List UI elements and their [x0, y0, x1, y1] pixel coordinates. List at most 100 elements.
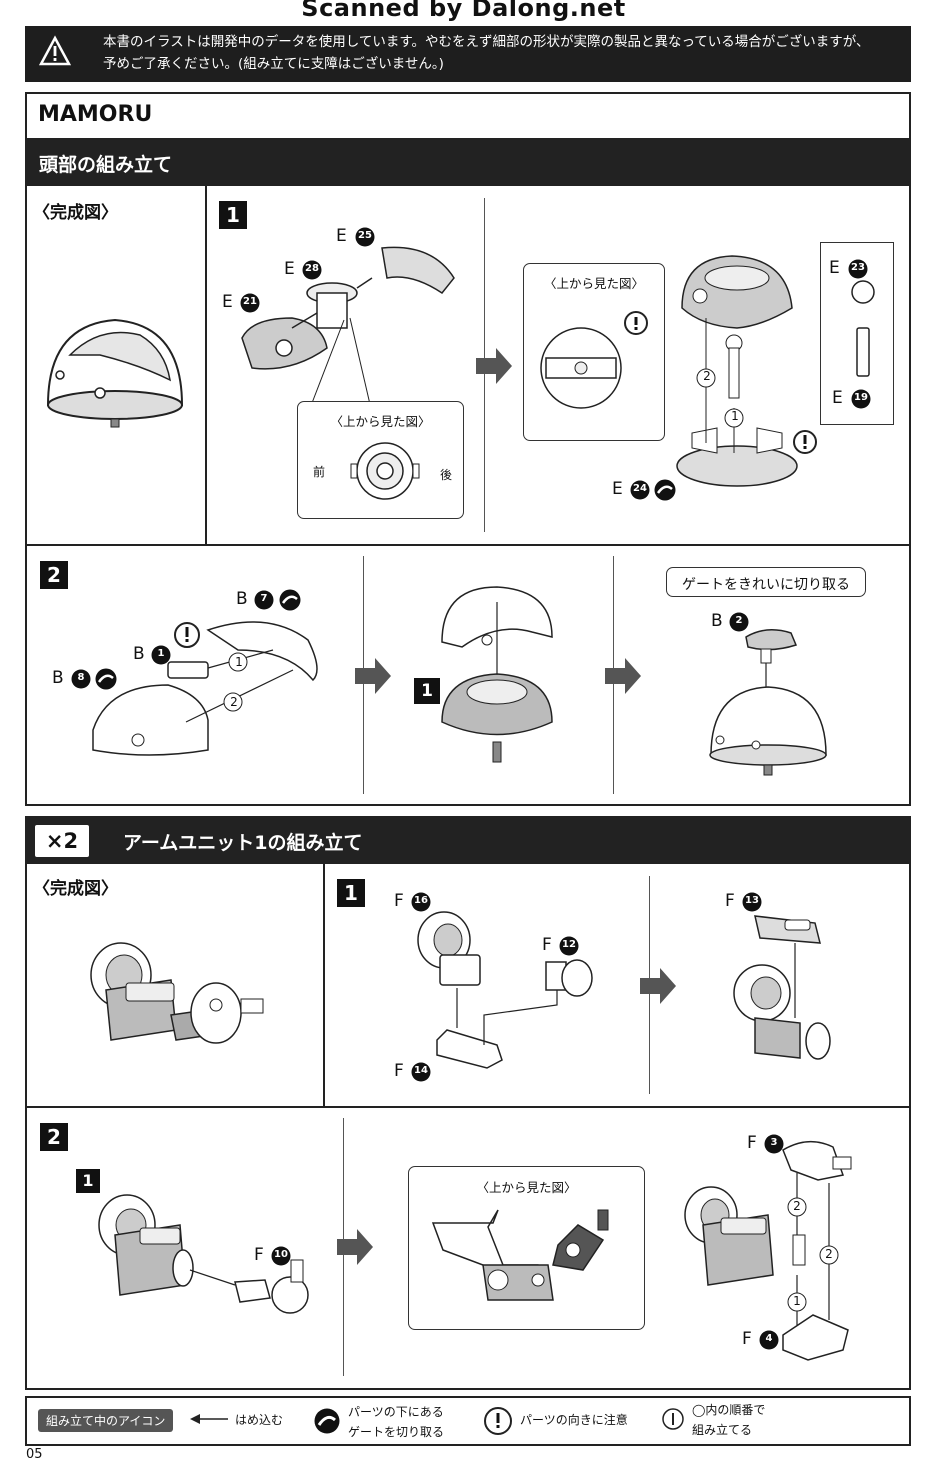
- next-step-arrow-icon: [605, 658, 641, 694]
- notice-bar: 本書のイラストは開発中のデータを使用しています。やむをえず細部の形状が実際の製品…: [25, 26, 911, 82]
- head-step2c-illustration: [709, 629, 827, 776]
- scan-watermark: Scanned by Dalong.net: [301, 0, 626, 22]
- arm-section: [25, 816, 911, 1390]
- gate-cut-icon: [95, 668, 117, 690]
- head-section: [25, 92, 911, 806]
- divider: [27, 544, 909, 546]
- next-step-arrow-icon: [640, 968, 676, 1004]
- divider: [205, 186, 207, 544]
- icon-legend: [25, 1396, 911, 1446]
- part-number-icon: [411, 1062, 431, 1082]
- step-1-badge: 1: [337, 879, 365, 907]
- order-2: 2: [230, 695, 238, 709]
- legend-order-1: ◯内の順番で: [692, 1403, 766, 1417]
- next-step-arrow-icon: [337, 1229, 373, 1265]
- part-f13-label: F: [725, 891, 735, 911]
- part-number-icon: [302, 260, 322, 280]
- ring-top-view: [350, 442, 420, 500]
- part-e24-label: E: [612, 479, 623, 499]
- part-f3-label: F: [747, 1133, 757, 1153]
- order-circle-icon: [662, 1408, 684, 1430]
- pin-parts-box: [820, 242, 894, 425]
- notice-line1: 本書のイラストは開発中のデータを使用しています。やむをえず細部の形状が実際の製品…: [103, 34, 870, 50]
- part-number-icon: [742, 892, 762, 912]
- front-label: 前: [313, 465, 326, 479]
- step-1-badge: 1: [219, 201, 247, 229]
- head-step2a-illustration: [92, 621, 318, 756]
- caution-icon: [793, 430, 817, 454]
- part-number-icon: [71, 669, 91, 689]
- part-f4-label: F: [742, 1329, 752, 1349]
- legend-gate-2: ゲートを切り取る: [348, 1425, 445, 1439]
- arm-top-view-illustration: [431, 1209, 609, 1301]
- part-f10-label: F: [254, 1245, 264, 1265]
- warning-icon: [38, 35, 72, 66]
- part-number-icon: [411, 892, 431, 912]
- part-number-icon: [630, 480, 650, 500]
- part-number-icon: [764, 1134, 784, 1154]
- section-title-arm: アームユニット1の組み立て: [27, 818, 909, 864]
- part-number-icon: [355, 227, 375, 247]
- arm-step1b-illustration: [733, 915, 831, 1060]
- pin-parts-illustration: [851, 280, 875, 377]
- order-1: 1: [793, 1294, 801, 1308]
- gate-note-callout: ゲートをきれいに切り取る: [666, 567, 866, 597]
- caution-icon: [484, 1407, 512, 1435]
- gate-cut-icon: [654, 479, 676, 501]
- part-number-icon: [271, 1246, 291, 1266]
- part-b8-label: B: [52, 668, 64, 688]
- next-step-arrow-icon: [355, 658, 391, 694]
- legend-title: 組み立て中のアイコン: [38, 1409, 174, 1432]
- sub-step-1-badge: 1: [76, 1169, 100, 1193]
- step-2-badge: 2: [40, 1123, 68, 1151]
- part-e19-label: E: [832, 388, 843, 408]
- part-e25-label: E: [336, 226, 347, 246]
- head-step2b-illustration: [441, 586, 553, 763]
- part-number-icon: [759, 1330, 779, 1350]
- head-step1b-illustration: [676, 255, 798, 487]
- complete-label: 〈完成図〉: [33, 203, 118, 223]
- part-b2-label: B: [711, 611, 723, 631]
- section-title-head: 頭部の組み立て: [27, 140, 909, 186]
- notice-line2: 予めご了承ください。(組み立てに支障はございません。): [103, 56, 444, 72]
- complete-label: 〈完成図〉: [33, 879, 118, 899]
- order-2: 2: [703, 369, 711, 383]
- part-number-icon: [559, 936, 579, 956]
- part-f14-label: F: [394, 1061, 404, 1081]
- part-f12-label: F: [542, 935, 552, 955]
- legend-order-2: 組み立てる: [692, 1423, 753, 1437]
- sub-step-1-badge: 1: [414, 678, 440, 704]
- multiplier-badge: ×2: [35, 825, 89, 857]
- product-name: MAMORU: [27, 94, 909, 140]
- order-1: 1: [235, 655, 243, 669]
- order-1: 1: [731, 409, 739, 423]
- order-2: 2: [825, 1247, 833, 1261]
- part-number-icon: [729, 612, 749, 632]
- part-f16-label: F: [394, 891, 404, 911]
- page-number: 05: [26, 1447, 43, 1462]
- part-b7-label: B: [236, 589, 248, 609]
- part-number-icon: [254, 590, 274, 610]
- part-number-icon: [851, 389, 871, 409]
- arm-step1a-illustration: [417, 911, 593, 1069]
- divider: [323, 864, 325, 1106]
- head-step1-illustration: [241, 246, 455, 414]
- legend-press-fit: はめ込む: [235, 1413, 284, 1427]
- head-complete-illustration: [46, 318, 184, 428]
- divider: [27, 1106, 909, 1108]
- legend-orientation: パーツの向きに注意: [520, 1413, 628, 1427]
- next-step-arrow-icon: [476, 348, 512, 384]
- part-e23-label: E: [829, 258, 840, 278]
- base-top-view: [540, 311, 648, 409]
- part-e21-label: E: [222, 292, 233, 312]
- gate-cut-icon: [279, 589, 301, 611]
- part-number-icon: [848, 259, 868, 279]
- order-2: 2: [793, 1199, 801, 1213]
- part-number-icon: [240, 293, 260, 313]
- part-number-icon: [151, 645, 171, 665]
- arm-complete-illustration: [90, 942, 264, 1044]
- gate-cut-icon: [314, 1408, 340, 1434]
- back-label: 後: [440, 468, 453, 482]
- legend-gate-1: パーツの下にある: [348, 1405, 444, 1419]
- caution-icon: [174, 622, 200, 648]
